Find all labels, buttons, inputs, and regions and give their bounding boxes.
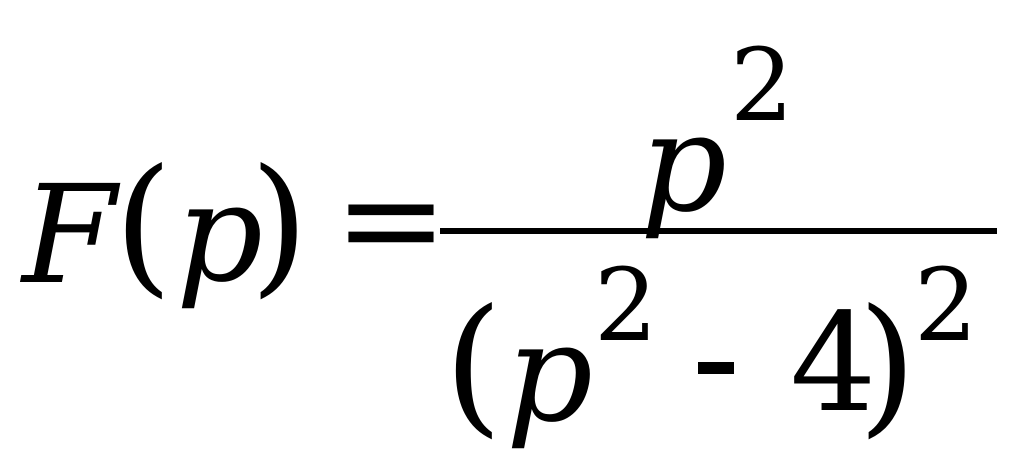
lhs-open-paren: ( xyxy=(114,138,173,312)
denominator-base: p xyxy=(506,295,594,453)
denominator-inner-exponent: 2 xyxy=(594,247,658,364)
lhs-close-paren: ) xyxy=(250,138,309,312)
fraction-bar xyxy=(440,228,997,234)
denominator-constant: 4 xyxy=(790,285,877,443)
numerator-base: p xyxy=(640,85,728,243)
equals-sign: = xyxy=(334,141,448,299)
denominator-close-paren: ) xyxy=(858,278,917,452)
denominator-outer-exponent: 2 xyxy=(914,247,978,364)
minus-sign-mark xyxy=(698,362,734,374)
lhs-variable: p xyxy=(176,155,264,313)
denominator-open-paren: ( xyxy=(444,278,503,452)
function-name: F xyxy=(22,157,117,315)
numerator-exponent: 2 xyxy=(730,27,794,144)
